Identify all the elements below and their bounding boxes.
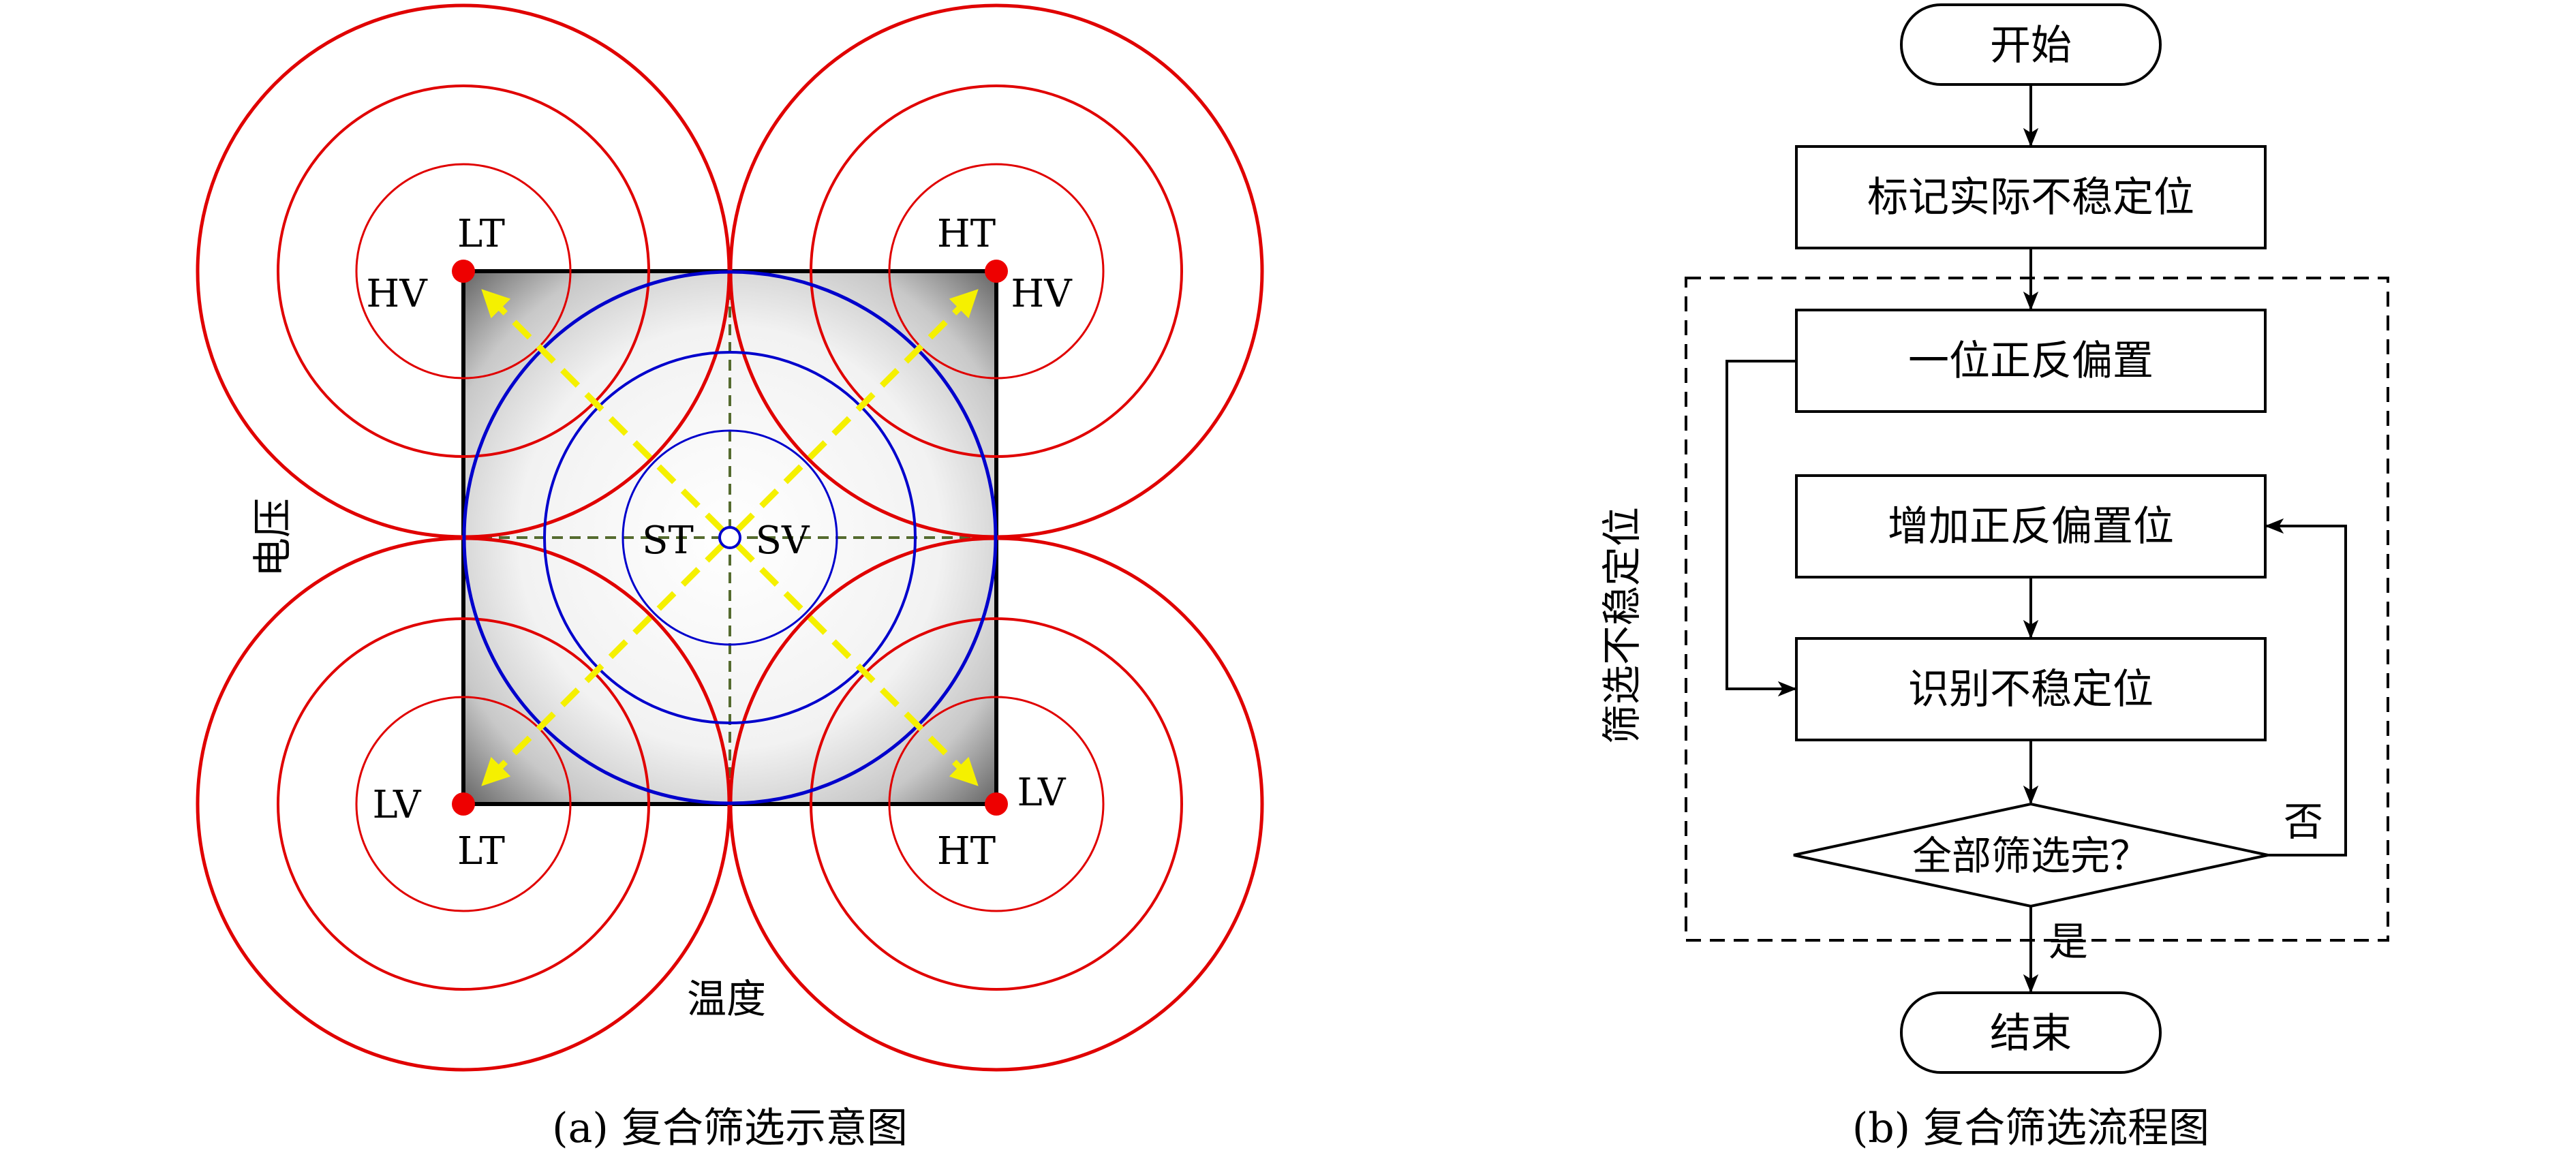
- label-bottom-left-volt: LV: [373, 783, 423, 827]
- group-label: 筛选不稳定位: [1599, 507, 1645, 744]
- edge-decision-no-loop: [2265, 518, 2347, 856]
- step-identify-node: [1795, 637, 2267, 741]
- label-top-left-volt: HV: [366, 272, 428, 316]
- label-bottom-right-temp: HT: [937, 829, 996, 874]
- point-bottom-left: [452, 792, 475, 816]
- rings-center: [462, 270, 998, 805]
- decision-label: 全部筛选完？: [1912, 833, 2149, 879]
- arrow-to-bottom-right: [735, 542, 979, 786]
- screening-group-box: [1685, 277, 2389, 942]
- no-label: 否: [2284, 799, 2323, 845]
- point-center: [718, 526, 741, 549]
- step-add-bias-node: [1795, 474, 2267, 578]
- label-bottom-left-temp: LT: [457, 829, 505, 874]
- point-bottom-right: [985, 792, 1008, 816]
- label-top-right-temp: HT: [937, 212, 996, 256]
- step-mark-node: [1795, 145, 2267, 249]
- panel-b-flowchart: 筛选不稳定位 开始 标记实际不稳定位 一位正反偏置 增加正反偏置位 识别不稳定位…: [1599, 3, 2389, 1152]
- edge-single-to-identify: [1726, 360, 1797, 697]
- yes-label: 是: [2049, 918, 2088, 965]
- label-center-sv: SV: [756, 519, 810, 563]
- caption-b: (b) 复合筛选流程图: [1852, 1104, 2209, 1152]
- label-top-left-temp: LT: [457, 212, 505, 256]
- step-add-bias-label: 增加正反偏置位: [1888, 503, 2174, 551]
- axis-label-temperature: 温度: [687, 976, 766, 1022]
- point-top-left: [452, 260, 475, 283]
- label-bottom-right-volt: LV: [1017, 771, 1067, 815]
- label-top-right-volt: HV: [1011, 272, 1073, 316]
- step-mark-label: 标记实际不稳定位: [1867, 174, 2194, 221]
- step-identify-label: 识别不稳定位: [1908, 666, 2153, 713]
- axis-label-voltage: 电压: [249, 498, 296, 577]
- arrow-to-bottom-left: [481, 542, 725, 786]
- panel-a-diagram: LT HV HT HV LV LT LV HT ST SV 电压 温度 (a) …: [196, 3, 1264, 1152]
- point-top-right: [985, 260, 1008, 283]
- end-label: 结束: [1990, 1010, 2072, 1057]
- arrow-to-top-left: [481, 289, 725, 533]
- start-label: 开始: [1990, 22, 2072, 69]
- yellow-arrows: [481, 289, 979, 786]
- label-center-st: ST: [642, 519, 694, 563]
- step-single-bias-label: 一位正反偏置: [1908, 337, 2153, 385]
- caption-a: (a) 复合筛选示意图: [552, 1104, 908, 1152]
- arrow-to-top-right: [735, 289, 979, 533]
